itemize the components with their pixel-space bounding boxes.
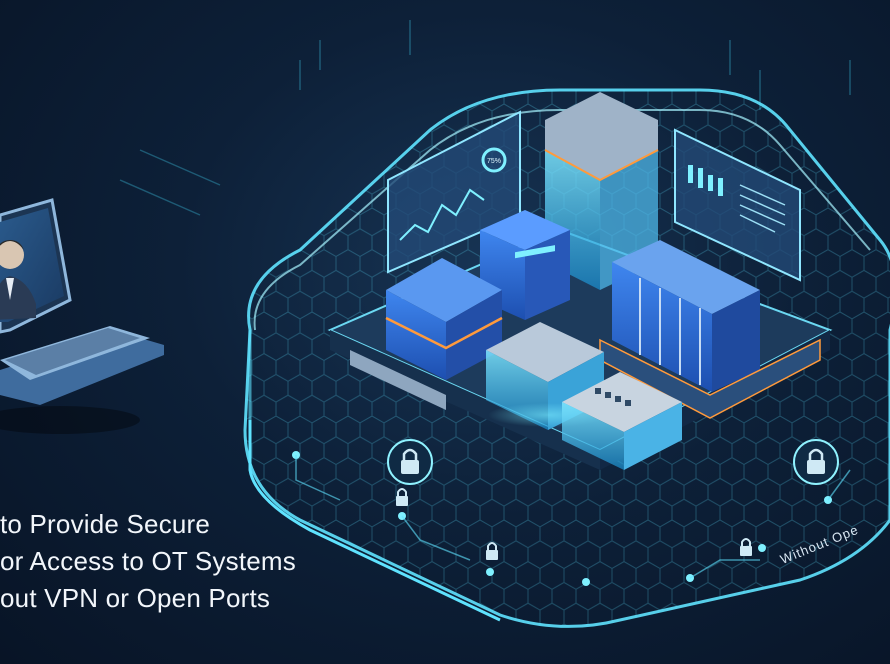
server-rack-icon xyxy=(599,240,821,419)
dashboard-panel-icon: 75% xyxy=(387,110,521,274)
laptop-icon xyxy=(0,198,164,434)
user-avatar-icon xyxy=(0,240,36,320)
dashboard-panel-icon xyxy=(674,128,801,282)
padlock-icon xyxy=(793,439,839,485)
headline-line-1: to Provide Secure xyxy=(0,509,211,539)
headline-line-2: or Access to OT Systems xyxy=(0,546,296,576)
headline-line-3: out VPN or Open Ports xyxy=(0,583,271,613)
gauge-label: 75% xyxy=(487,158,501,165)
padlock-icon xyxy=(740,538,752,556)
data-streaks xyxy=(119,20,851,216)
server-block xyxy=(562,372,682,470)
server-block xyxy=(350,258,503,410)
padlock-icon xyxy=(396,488,408,506)
headline: to Provide Secure or Access to OT System… xyxy=(0,506,400,617)
padlock-icon xyxy=(486,542,498,560)
padlock-icon xyxy=(387,439,433,485)
